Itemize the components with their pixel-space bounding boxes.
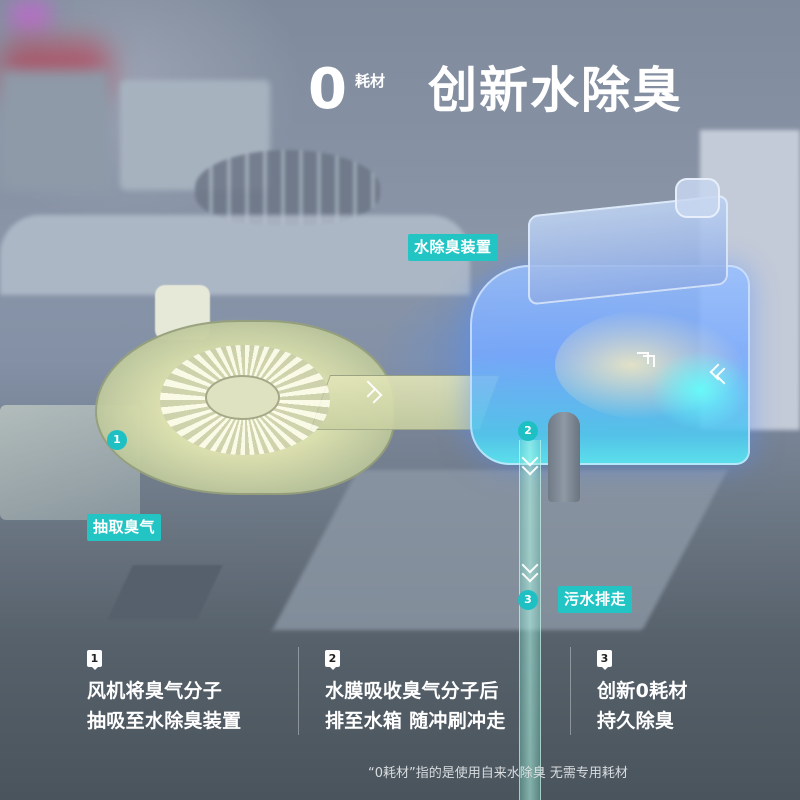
step-1: 1 风机将臭气分子 抽吸至水除臭装置 bbox=[87, 647, 241, 736]
step-number-badge: 3 bbox=[597, 650, 612, 670]
vent-grill bbox=[195, 150, 380, 225]
zero-consumables-number: 0 bbox=[308, 57, 347, 122]
chevron-arrow-icon bbox=[643, 355, 655, 367]
step-description-line: 排至水箱 随冲刷冲走 bbox=[325, 710, 506, 732]
step-2: 2 水膜吸收臭气分子后 排至水箱 随冲刷冲走 bbox=[325, 647, 506, 736]
fan-hub bbox=[205, 375, 280, 420]
step-description-line: 抽吸至水除臭装置 bbox=[87, 710, 242, 732]
water-glow bbox=[650, 350, 750, 430]
drain-pipe bbox=[519, 440, 541, 800]
step-description-line: 持久除臭 bbox=[597, 710, 675, 732]
device-label: 水除臭装置 bbox=[408, 234, 498, 261]
step-marker-1: 1 bbox=[107, 430, 127, 450]
pillar bbox=[548, 412, 580, 502]
machine-slot bbox=[107, 565, 223, 620]
divider bbox=[298, 647, 299, 735]
step-description-line: 风机将臭气分子 bbox=[87, 680, 223, 702]
toilet-bowl-edge bbox=[272, 470, 728, 630]
divider bbox=[570, 647, 571, 735]
background-blur-shape bbox=[10, 0, 50, 30]
step-marker-3: 3 bbox=[518, 590, 538, 610]
machine-plate bbox=[0, 215, 470, 295]
step-number-badge: 2 bbox=[325, 650, 340, 670]
footnote: “0耗材”指的是使用自来水除臭 无需专用耗材 bbox=[368, 766, 628, 781]
step-description-line: 水膜吸收臭气分子后 bbox=[325, 680, 499, 702]
step-3: 3 创新0耗材 持久除臭 bbox=[597, 647, 688, 736]
tank-knob bbox=[675, 178, 720, 218]
drain-label: 污水排走 bbox=[558, 586, 633, 613]
extract-odor-label: 抽取臭气 bbox=[87, 514, 162, 541]
step-description-line: 创新0耗材 bbox=[597, 680, 688, 702]
step-number-badge: 1 bbox=[87, 650, 102, 670]
step-marker-2: 2 bbox=[518, 421, 538, 441]
background-blur-shape bbox=[0, 70, 110, 190]
zero-consumables-suffix: 耗材 bbox=[355, 72, 386, 90]
page-title: 创新水除臭 bbox=[428, 62, 684, 119]
